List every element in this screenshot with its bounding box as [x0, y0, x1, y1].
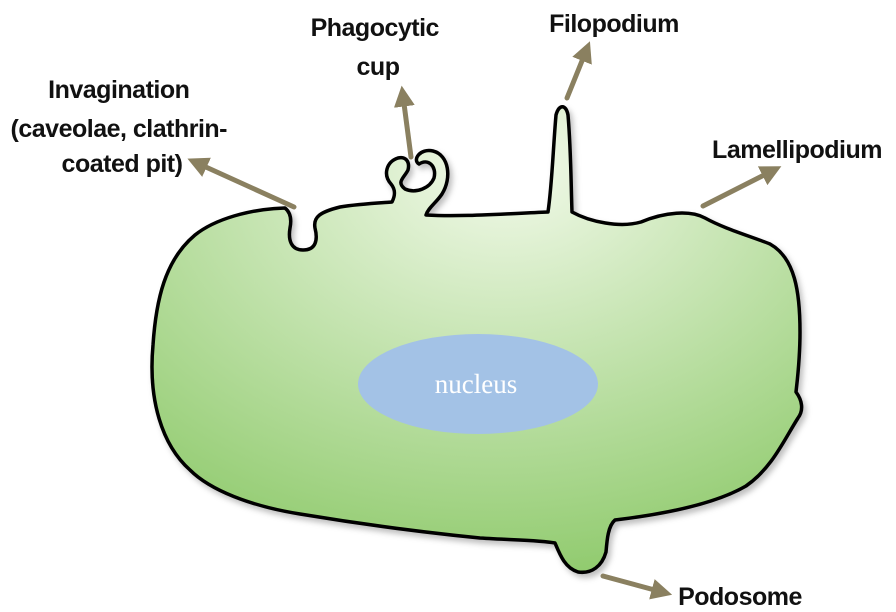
- filopodium-label: Filopodium: [549, 10, 679, 38]
- nucleus-label: nucleus: [435, 369, 517, 399]
- phagocytic-cup-label: Phagocytic cup: [311, 14, 446, 81]
- podosome-arrow: [603, 576, 662, 592]
- lamellipodium-arrow: [703, 171, 772, 206]
- phagocytic-cup-label-line1: Phagocytic: [311, 14, 440, 42]
- filopodium-arrow: [567, 51, 586, 98]
- invagination-label-line2: (caveolae, clathrin-: [11, 115, 228, 143]
- phagocytic-cup-arrow: [403, 96, 411, 157]
- lamellipodium-label: Lamellipodium: [712, 136, 882, 164]
- invagination-label-line3: coated pit): [62, 150, 183, 178]
- invagination-label-line1: Invagination: [48, 76, 189, 104]
- phagocytic-cup-label-line2: cup: [357, 53, 400, 81]
- podosome-label: Podosome: [678, 583, 802, 611]
- invagination-arrow: [197, 163, 294, 207]
